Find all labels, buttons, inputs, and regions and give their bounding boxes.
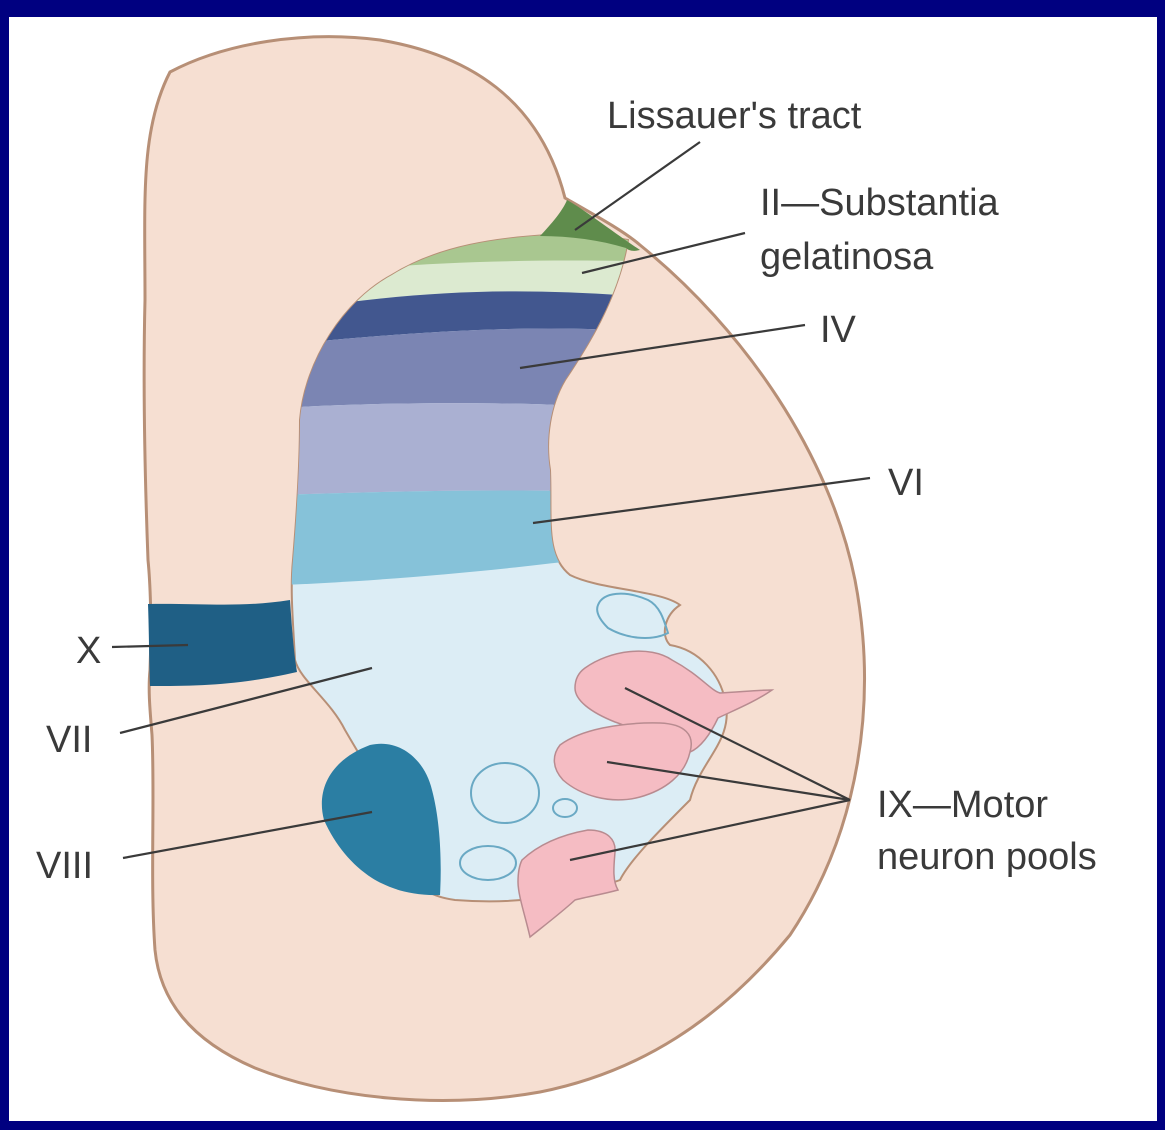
- nucleus-large-round: [470, 762, 540, 824]
- label-lamina-ii-line2: gelatinosa: [760, 236, 934, 278]
- label-lamina-iv: IV: [820, 309, 857, 351]
- label-lamina-ix-line2: neuron pools: [877, 836, 1097, 878]
- small-nuclei: [459, 592, 670, 881]
- leader-lamina-vii: [119, 666, 373, 735]
- leader-lamina-vi: [532, 476, 871, 525]
- label-lamina-vi: VI: [888, 462, 924, 504]
- label-lamina-ii-line1: II—Substantia: [760, 182, 1000, 224]
- leader-lamina-viii: [122, 810, 373, 860]
- nucleus-small-round: [552, 798, 578, 818]
- lamina-x-region: [148, 600, 297, 686]
- leader-lamina-ix-lower: [569, 798, 851, 862]
- nucleus-upper-right: [596, 592, 670, 639]
- label-lamina-vii: VII: [46, 719, 92, 761]
- leader-lamina-ii: [581, 231, 746, 275]
- leader-lissauer: [574, 141, 701, 231]
- motor-pool-middle: [553, 722, 692, 801]
- leader-lamina-ix-middle: [606, 760, 851, 802]
- leader-lamina-ix-upper: [624, 687, 851, 801]
- lissauers-tract-region: [540, 200, 640, 251]
- lamina-viii-region: [321, 743, 441, 896]
- lamina-iii-band: [291, 291, 680, 345]
- lamina-ix-pools: [517, 650, 775, 939]
- label-lamina-ix-line1: IX—Motor: [877, 784, 1048, 826]
- label-lamina-x: X: [76, 630, 101, 672]
- motor-pool-upper: [574, 650, 775, 753]
- leader-lines: [111, 141, 871, 862]
- leader-lamina-x: [111, 643, 189, 649]
- motor-pool-lower: [517, 829, 620, 939]
- leader-lamina-iv: [519, 323, 806, 370]
- label-lamina-viii: VIII: [36, 845, 93, 887]
- nucleus-oval: [459, 845, 517, 881]
- label-lissauers-tract: Lissauer's tract: [607, 95, 862, 137]
